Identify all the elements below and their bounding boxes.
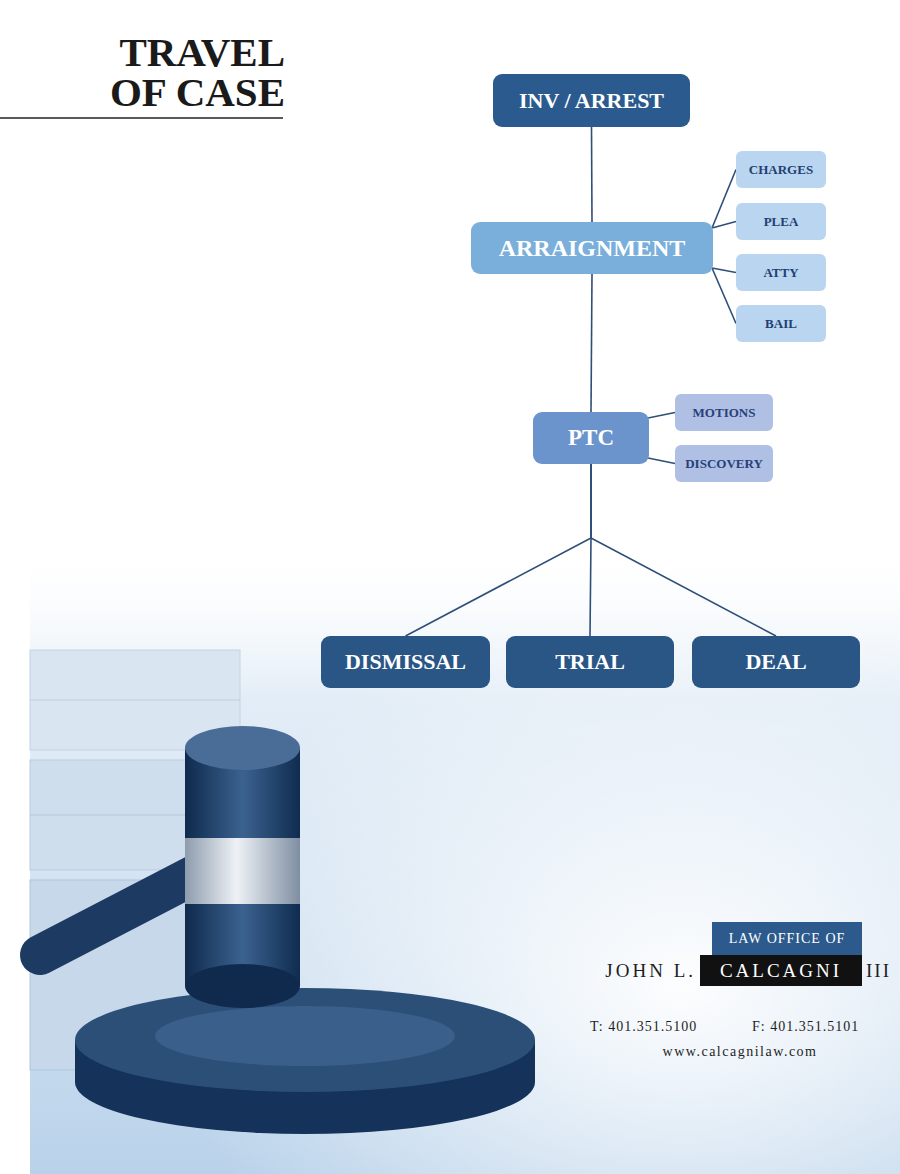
book-edge [30,700,240,701]
connector-line [648,413,675,419]
connector-line [591,127,593,222]
node-text: PTC [568,425,614,451]
node-text: DEAL [745,649,806,675]
logo-surname: CALCAGNI [700,955,862,986]
detail-tab: CHARGES [736,151,826,188]
node-text: CHARGES [749,162,813,178]
node-text: ARRAIGNMENT [499,235,686,262]
stage-box: INV / ARREST [493,74,690,127]
outcome-box: DEAL [692,636,860,688]
sound-block-top [75,988,535,1092]
detail-tab: ATTY [736,254,826,291]
node-text: DISCOVERY [685,456,763,472]
node-text: ATTY [763,265,798,281]
mist-ground [30,540,900,1174]
gavel-illustration [40,726,535,1134]
logo-name: JOHN L. [556,958,696,984]
detail-tab: DISCOVERY [675,445,773,482]
detail-tab: BAIL [736,305,826,342]
sound-block-ring [155,1006,455,1066]
gavel-head [185,748,300,986]
gavel-band [185,838,300,904]
logo-banner: LAW OFFICE OF [712,922,862,955]
node-text: PLEA [764,214,799,230]
gavel-top [185,726,300,770]
connector-line [712,268,736,324]
detail-tab: PLEA [736,203,826,240]
detail-tab: MOTIONS [675,394,773,431]
gavel-handle [40,872,200,955]
stage-box: PTC [533,412,649,464]
outcome-box: DISMISSAL [321,636,490,688]
title-rule [0,117,283,119]
connector-line [591,274,592,412]
node-text: INV / ARREST [519,88,664,114]
phone-number: T: 401.351.5100 [590,1017,740,1037]
logo-suffix: III [866,958,896,984]
node-text: DISMISSAL [345,649,466,675]
connector-line [712,268,736,273]
node-text: BAIL [765,316,797,332]
connector-line [591,464,776,636]
gavel-face [185,964,300,1008]
fax-number: F: 401.351.5101 [752,1017,894,1037]
mist-glow [30,540,900,1174]
connector-line [712,222,736,229]
website-url: www.calcagnilaw.com [600,1042,880,1062]
node-text: MOTIONS [693,405,756,421]
connector-line [406,464,592,636]
outcome-box: TRIAL [506,636,674,688]
node-text: TRIAL [555,649,625,675]
stage-box: ARRAIGNMENT [471,222,713,274]
connector-line [648,458,675,464]
diagram-title: TRAVEL OF CASE [91,32,285,112]
connector-line [712,170,736,229]
